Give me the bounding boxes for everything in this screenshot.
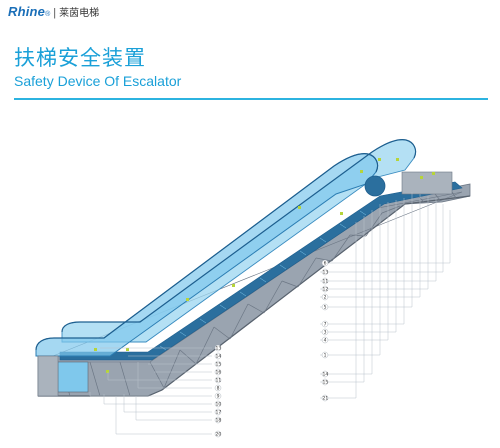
callout-right-10: 1 xyxy=(324,353,327,359)
callout-left-1: 13 xyxy=(216,346,222,352)
callout-right-1: 6 xyxy=(324,261,327,267)
title-divider xyxy=(14,98,488,100)
brand-separator: | xyxy=(53,7,57,19)
callout-left-11: 20 xyxy=(216,432,222,438)
brand-logo: Rhine xyxy=(8,4,46,19)
callout-left-10: 18 xyxy=(216,418,222,424)
callout-left-8: 10 xyxy=(216,402,222,408)
callout-right-13: 21 xyxy=(323,396,329,402)
callout-right-7: 7 xyxy=(324,322,327,328)
brand-trademark: ® xyxy=(45,11,51,18)
callout-left-9: 17 xyxy=(216,410,222,416)
page-title-en: Safety Device Of Escalator xyxy=(14,73,182,89)
callout-right-8: 3 xyxy=(324,330,327,336)
callout-right-9: 4 xyxy=(324,338,327,344)
callout-left-7: 9 xyxy=(217,394,220,400)
left-callout-leaders xyxy=(89,347,212,435)
callout-right-2: 13 xyxy=(323,270,329,276)
callout-left-6: 8 xyxy=(217,386,220,392)
safety-device-markers xyxy=(94,158,435,373)
right-callout-leaders xyxy=(320,192,451,399)
brand-header: Rhine ® | 莱茵电梯 xyxy=(8,4,99,20)
right-callout-numbers: 6 13 11 12 2 5 7 3 4 1 14 15 21 xyxy=(321,259,329,402)
page-title-cn: 扶梯安全装置 xyxy=(14,46,146,70)
callout-right-4: 12 xyxy=(323,287,329,293)
escalator-diagram: 13 14 15 16 11 8 9 10 17 18 20 6 13 11 1… xyxy=(35,139,471,438)
callout-left-5: 11 xyxy=(216,378,222,384)
callout-left-3: 15 xyxy=(216,362,222,368)
callout-left-2: 14 xyxy=(216,354,222,360)
callout-right-12: 15 xyxy=(323,380,329,386)
callout-right-6: 5 xyxy=(324,305,327,311)
brand-name-cn: 莱茵电梯 xyxy=(59,8,100,19)
handrail xyxy=(35,139,417,351)
callout-right-3: 11 xyxy=(323,279,329,285)
callout-right-5: 2 xyxy=(324,295,327,301)
callout-left-4: 16 xyxy=(216,370,222,376)
upper-machine xyxy=(364,171,453,197)
left-callout-numbers: 13 14 15 16 11 8 9 10 17 18 20 xyxy=(214,344,222,438)
lower-landing xyxy=(37,355,89,397)
callout-right-11: 14 xyxy=(323,372,329,378)
